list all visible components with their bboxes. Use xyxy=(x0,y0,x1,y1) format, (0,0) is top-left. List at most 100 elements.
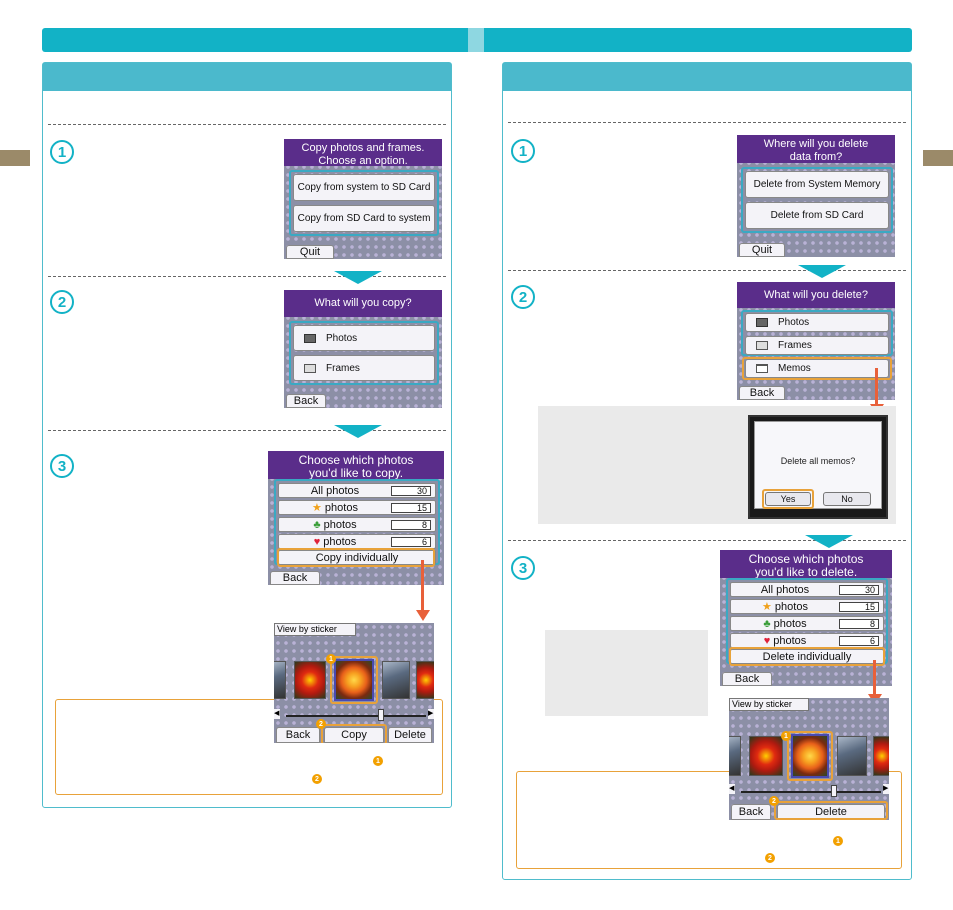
top-banner-divider xyxy=(468,28,484,52)
star-icon: ★ xyxy=(312,502,322,514)
divider xyxy=(48,124,446,125)
scroll-right-icon[interactable]: ▶ xyxy=(883,784,889,794)
all-photos-row[interactable]: All photos 30 xyxy=(278,483,436,498)
row-label: Delete individually xyxy=(762,650,852,663)
note-badge: 1 xyxy=(833,836,843,846)
no-button[interactable]: No xyxy=(823,492,871,506)
divider xyxy=(508,540,906,541)
header-line: data from? xyxy=(789,151,843,163)
down-arrow-icon xyxy=(805,535,853,548)
frames-option[interactable]: Frames xyxy=(293,355,435,381)
photo-thumbnail[interactable] xyxy=(837,736,867,776)
row-label: All photos xyxy=(310,484,360,497)
copy-to-system-button[interactable]: Copy from SD Card to system xyxy=(293,205,435,232)
photo-slider[interactable] xyxy=(286,715,426,717)
photo-slider[interactable] xyxy=(741,791,881,793)
copy-button[interactable]: Copy xyxy=(324,727,384,743)
down-arrow-icon xyxy=(334,271,382,284)
callout-badge: 1 xyxy=(781,731,791,741)
frames-option[interactable]: Frames xyxy=(745,336,889,355)
flow-arrow xyxy=(421,560,424,612)
sticker-title: View by sticker xyxy=(274,623,356,636)
photos-option[interactable]: Photos xyxy=(293,325,435,351)
back-button[interactable]: Back xyxy=(286,394,326,408)
row-count: 8 xyxy=(839,618,879,629)
photo-thumbnail[interactable] xyxy=(274,661,286,699)
back-button[interactable]: Back xyxy=(270,571,320,585)
back-button[interactable]: Back xyxy=(731,804,771,820)
step-number: 3 xyxy=(50,454,74,478)
side-tab-left xyxy=(0,150,30,166)
selected-photo-thumbnail[interactable] xyxy=(791,734,829,778)
back-button[interactable]: Back xyxy=(276,727,320,743)
photos-option[interactable]: Photos xyxy=(745,313,889,332)
scroll-left-icon[interactable]: ◀ xyxy=(729,784,735,794)
dialog-screen: Delete all memos? Yes No xyxy=(748,415,888,519)
flow-arrowhead-icon xyxy=(416,610,430,621)
row-count: 6 xyxy=(839,635,879,646)
header-line: Where will you delete xyxy=(763,138,869,150)
orange-highlight xyxy=(729,647,885,666)
photo-thumbnail[interactable] xyxy=(749,736,783,776)
frame-icon xyxy=(304,363,316,373)
selected-photo-thumbnail[interactable] xyxy=(334,659,374,701)
selection-highlight xyxy=(289,170,439,236)
orange-highlight xyxy=(774,801,888,820)
heart-icon: ♥ xyxy=(313,535,321,548)
delete-from-system-button[interactable]: Delete from System Memory xyxy=(745,171,889,198)
slider-thumb[interactable] xyxy=(831,785,837,797)
photo-icon xyxy=(756,318,768,327)
quit-button[interactable]: Quit xyxy=(286,245,334,259)
photo-thumbnail[interactable] xyxy=(729,736,741,776)
delete-button[interactable]: Delete xyxy=(388,727,432,743)
row-label: photos xyxy=(774,601,808,613)
option-label: Frames xyxy=(778,340,812,351)
panel-header xyxy=(43,63,451,91)
screen-header: What will you copy? xyxy=(284,290,442,317)
row-count: 6 xyxy=(391,536,431,547)
row-label: All photos xyxy=(760,583,810,596)
photo-thumbnail[interactable] xyxy=(416,661,434,699)
scroll-right-icon[interactable]: ▶ xyxy=(428,709,434,719)
step-number: 2 xyxy=(511,285,535,309)
slider-thumb[interactable] xyxy=(378,709,384,721)
photo-thumbnail[interactable] xyxy=(382,661,410,699)
copy-to-sd-button[interactable]: Copy from system to SD Card xyxy=(293,174,435,201)
orange-highlight xyxy=(762,489,814,509)
back-button[interactable]: Back xyxy=(739,386,785,400)
photo-thumbnail[interactable] xyxy=(873,736,889,776)
header-line: Choose which photos xyxy=(748,552,864,566)
row-label: photos xyxy=(773,617,807,630)
down-arrow-icon xyxy=(798,265,846,278)
step-number: 1 xyxy=(511,139,535,163)
step-number: 1 xyxy=(50,140,74,164)
header-line: Copy photos and frames. xyxy=(301,142,425,154)
selection-highlight xyxy=(741,167,893,233)
club-icon: ♣ xyxy=(313,518,321,531)
orange-highlight xyxy=(787,731,833,781)
screen-header: Copy photos and frames. Choose an option… xyxy=(284,139,442,167)
row-count: 30 xyxy=(391,485,431,496)
memos-option[interactable]: Memos xyxy=(745,359,889,378)
row-count: 15 xyxy=(839,601,879,612)
copy-individually-button[interactable]: Copy individually xyxy=(278,550,436,565)
yes-button[interactable]: Yes xyxy=(765,492,811,506)
scroll-left-icon[interactable]: ◀ xyxy=(274,709,280,719)
quit-button[interactable]: Quit xyxy=(739,243,785,257)
delete-individually-button[interactable]: Delete individually xyxy=(730,649,884,664)
orange-highlight xyxy=(330,656,378,704)
sticker-title: View by sticker xyxy=(729,698,809,711)
photo-icon xyxy=(304,333,316,343)
down-arrow-icon xyxy=(334,425,382,438)
back-button[interactable]: Back xyxy=(722,672,772,686)
callout-badge: 2 xyxy=(769,796,779,806)
delete-from-sd-button[interactable]: Delete from SD Card xyxy=(745,202,889,229)
photo-thumbnail[interactable] xyxy=(294,661,326,699)
